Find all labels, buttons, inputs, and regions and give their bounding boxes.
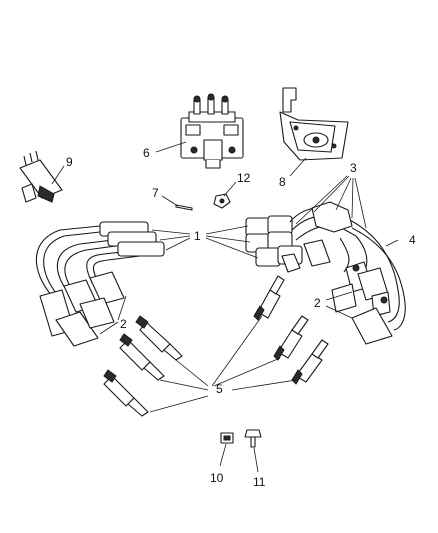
callout-1: 1 bbox=[194, 229, 201, 243]
clip-10 bbox=[220, 432, 234, 444]
callout-4: 4 bbox=[409, 233, 416, 247]
nut-12 bbox=[213, 193, 231, 209]
pin-7 bbox=[175, 204, 193, 211]
callout-8: 8 bbox=[279, 175, 286, 189]
callout-9: 9 bbox=[66, 155, 73, 169]
spark-plugs bbox=[103, 275, 329, 417]
right-wire-set bbox=[281, 201, 406, 345]
coil-bracket bbox=[279, 87, 349, 161]
wire-retainer bbox=[19, 150, 63, 203]
callouts: 1 2 2 3 4 5 6 7 8 9 10 11 12 bbox=[66, 146, 416, 489]
ignition-coil-pack bbox=[180, 93, 244, 169]
callout-3: 3 bbox=[350, 161, 357, 175]
callout-2-right: 2 bbox=[314, 296, 321, 310]
callout-2-left: 2 bbox=[120, 317, 127, 331]
callout-10: 10 bbox=[210, 471, 224, 485]
bolt-11 bbox=[244, 429, 262, 448]
callout-7: 7 bbox=[152, 186, 159, 200]
left-wire-set bbox=[35, 221, 165, 347]
callout-5: 5 bbox=[216, 382, 223, 396]
leader-lines bbox=[51, 141, 399, 473]
callout-11: 11 bbox=[253, 475, 266, 489]
callout-12: 12 bbox=[237, 171, 251, 185]
callout-6: 6 bbox=[143, 146, 150, 160]
